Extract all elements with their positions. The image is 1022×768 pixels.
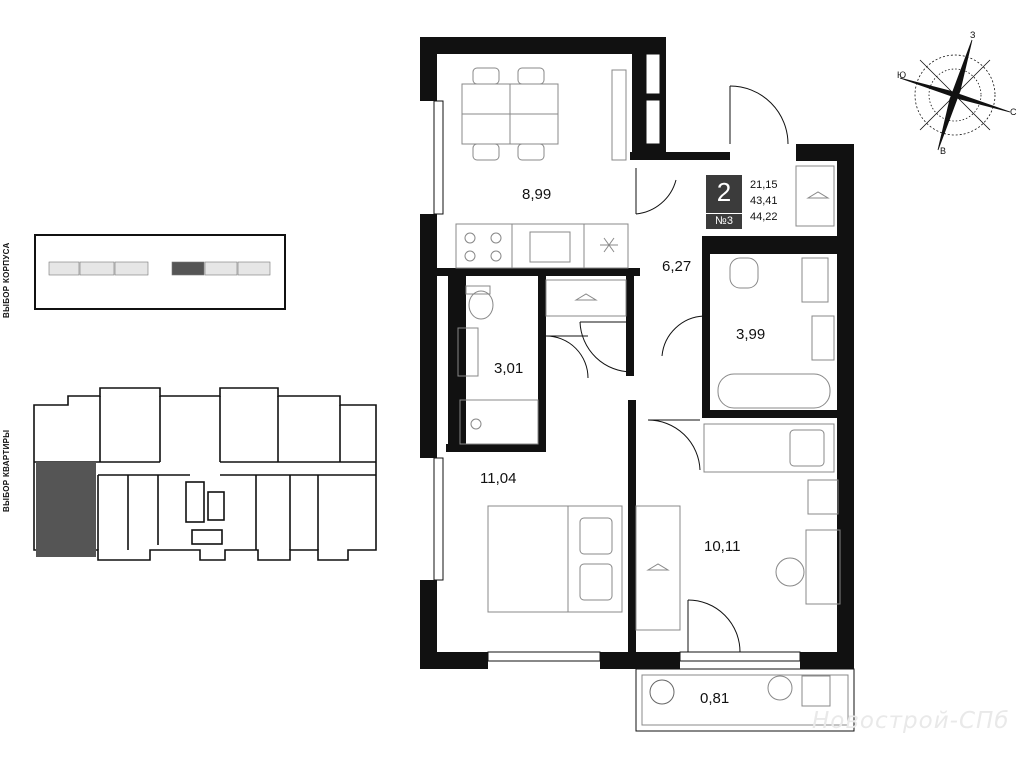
apartment-number: №3 bbox=[706, 213, 742, 227]
compass-east: В bbox=[940, 146, 947, 156]
walls bbox=[420, 37, 854, 669]
compass-south: Ю bbox=[897, 70, 907, 80]
main-bath-fixtures bbox=[717, 257, 835, 409]
living-area-label: 10,11 bbox=[704, 538, 741, 555]
small-bath-fixtures bbox=[457, 285, 539, 445]
living-area: 21,15 bbox=[750, 179, 778, 191]
bedroom-furniture bbox=[487, 505, 623, 613]
building-selector bbox=[34, 234, 286, 310]
balcony bbox=[635, 668, 855, 732]
wardrobes bbox=[545, 165, 835, 631]
apartment-badge: 2 №3 bbox=[706, 175, 742, 229]
room-count: 2 bbox=[716, 177, 732, 207]
watermark: Новострой-СПб bbox=[812, 708, 1010, 734]
windows bbox=[433, 100, 801, 662]
area-summary: 21,15 43,41 44,22 bbox=[750, 177, 778, 225]
compass-rose bbox=[899, 39, 1011, 151]
total-area-2: 44,22 bbox=[750, 211, 778, 223]
hall-area: 6,27 bbox=[662, 258, 692, 275]
bath-main-area: 3,99 bbox=[736, 326, 766, 343]
bath-small-area: 3,01 bbox=[494, 360, 524, 377]
bedroom-area: 11,04 bbox=[480, 470, 517, 487]
floor-selector[interactable] bbox=[33, 387, 377, 561]
doors[interactable] bbox=[545, 85, 789, 653]
selected-apartment[interactable] bbox=[36, 462, 96, 557]
compass-north: С bbox=[1010, 107, 1017, 117]
compass-west: З bbox=[970, 30, 976, 40]
kitchen-area: 8,99 bbox=[522, 186, 552, 203]
total-area-1: 43,41 bbox=[750, 195, 778, 207]
building-blocks[interactable] bbox=[48, 261, 271, 276]
living-furniture bbox=[703, 423, 841, 605]
balcony-area: 0,81 bbox=[700, 690, 730, 707]
kitchen-furniture bbox=[455, 67, 629, 269]
